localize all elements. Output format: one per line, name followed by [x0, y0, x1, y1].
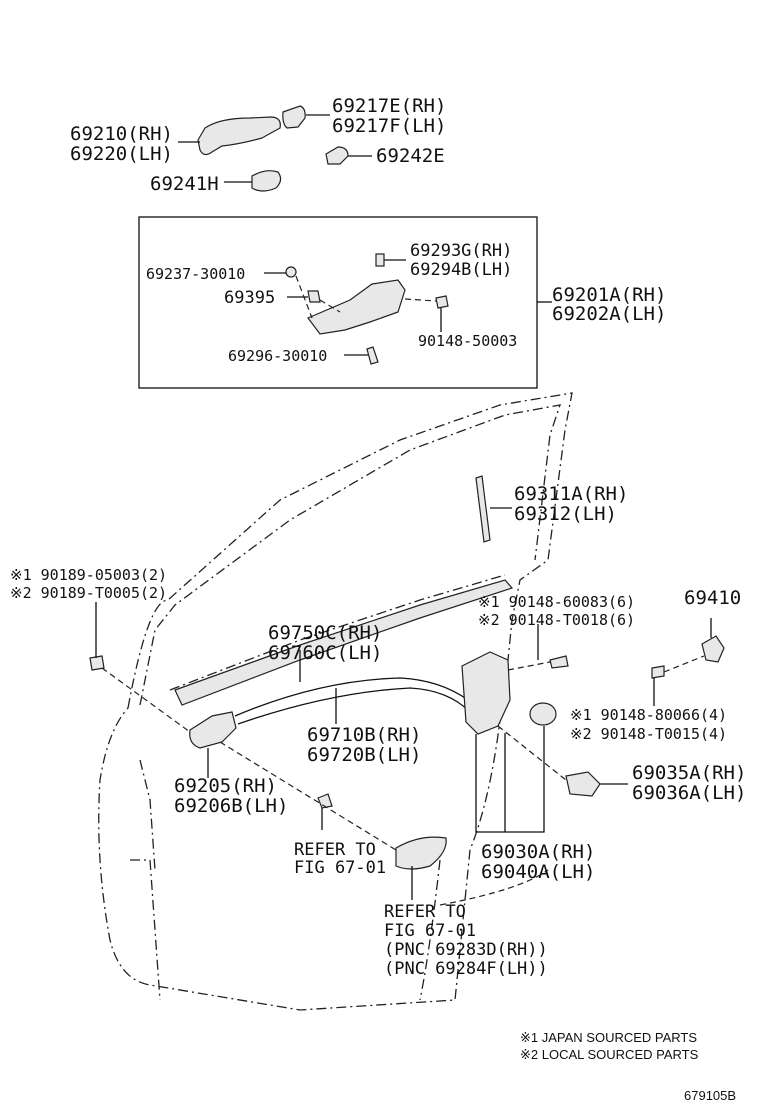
label-69410: 69410	[684, 587, 741, 609]
grommet-69395-part	[307, 290, 321, 303]
bolt-90148-50003-part	[435, 295, 449, 309]
screw-69296-part	[366, 346, 379, 365]
label-screw1-local: ※2 90189-T0005(2)	[10, 584, 167, 602]
gasket-69241-part	[251, 170, 282, 192]
label-refer2-b: FIG 67-01	[384, 921, 476, 941]
label-lock-rh: 69030A(RH)	[481, 841, 595, 863]
screw-69410-part	[651, 665, 665, 679]
label-refer2-d: (PNC 69284F(LH))	[384, 959, 548, 979]
label-refer1-b: FIG 67-01	[294, 858, 386, 878]
label-rod-lh: 69720B(LH)	[307, 744, 421, 766]
door-outline-group	[98, 392, 573, 1011]
label-handle-lh: 69220(LH)	[70, 143, 173, 165]
door-window-frame	[139, 404, 561, 706]
mechanisms-group	[89, 602, 725, 906]
label-lock-lh: 69040A(LH)	[481, 861, 595, 883]
label-cover-lh: 69217F(LH)	[332, 115, 446, 137]
clip-screw-part	[89, 655, 105, 671]
frame-assembly-group	[264, 253, 552, 365]
label-screw2-local: ※2 90148-T0015(4)	[570, 725, 727, 743]
bracket-69410-part	[701, 635, 725, 663]
door-belt-line	[169, 574, 506, 691]
inner-handle-bezel-part	[395, 836, 447, 870]
legend-japan: ※1 JAPAN SOURCED PARTS	[520, 1030, 697, 1045]
label-69241: 69241H	[150, 173, 219, 195]
label-cable-lh: 69760C(LH)	[268, 642, 382, 664]
latch-cover-part	[565, 771, 601, 797]
rod-part	[237, 687, 471, 725]
label-bolt-japan: ※1 90148-60083(6)	[478, 593, 635, 611]
label-refer2-a: REFER TO	[384, 902, 466, 922]
bolt-6-part	[549, 655, 569, 669]
nut-69237-part	[285, 266, 297, 278]
door-inner-panel	[130, 759, 441, 1001]
door-lock-part	[461, 651, 511, 735]
inside-screw-part	[317, 793, 333, 809]
handle-cover-part	[282, 105, 306, 129]
label-69395: 69395	[224, 288, 275, 308]
label-rod-rh: 69710B(RH)	[307, 724, 421, 746]
label-refer2-c: (PNC 69283D(RH))	[384, 940, 548, 960]
cable-part	[234, 677, 469, 717]
belt-weatherstrip-part	[174, 579, 514, 706]
outside-handle-part	[197, 116, 281, 156]
label-cover-rh: 69217E(RH)	[332, 95, 446, 117]
label-screw1-japan: ※1 90189-05003(2)	[10, 566, 167, 584]
lock-seal-part	[529, 702, 557, 726]
label-bolt-local: ※2 90148-T0018(6)	[478, 611, 635, 629]
label-90148-50003: 90148-50003	[418, 332, 517, 350]
figure-number: 679105B	[684, 1088, 736, 1103]
clip-69293-part	[375, 253, 385, 267]
label-channel-rh: 69311A(RH)	[514, 483, 628, 505]
label-69237: 69237-30010	[146, 265, 245, 283]
label-assy-rh: 69201A(RH)	[552, 284, 666, 306]
frame-part	[307, 279, 406, 335]
legend-local: ※2 LOCAL SOURCED PARTS	[520, 1047, 699, 1062]
label-69296: 69296-30010	[228, 347, 327, 365]
label-cable-rh: 69750C(RH)	[268, 622, 382, 644]
label-latch-cover-lh: 69036A(LH)	[632, 782, 746, 804]
label-frame-rh: 69293G(RH)	[410, 241, 512, 261]
run-channel-part	[475, 475, 491, 543]
label-assy-lh: 69202A(LH)	[552, 303, 666, 325]
inside-handle-part	[189, 711, 237, 749]
label-69242: 69242E	[376, 145, 445, 167]
outside-handle-group	[178, 105, 372, 192]
label-handle-rh: 69210(RH)	[70, 123, 173, 145]
label-inside-rh: 69205(RH)	[174, 775, 277, 797]
label-screw2-japan: ※1 90148-80066(4)	[570, 706, 727, 724]
label-latch-cover-rh: 69035A(RH)	[632, 762, 746, 784]
label-channel-lh: 69312(LH)	[514, 503, 617, 525]
label-refer1-a: REFER TO	[294, 840, 376, 860]
label-frame-lh: 69294B(LH)	[410, 260, 512, 280]
pad-69242-part	[325, 146, 349, 165]
label-inside-lh: 69206B(LH)	[174, 795, 288, 817]
